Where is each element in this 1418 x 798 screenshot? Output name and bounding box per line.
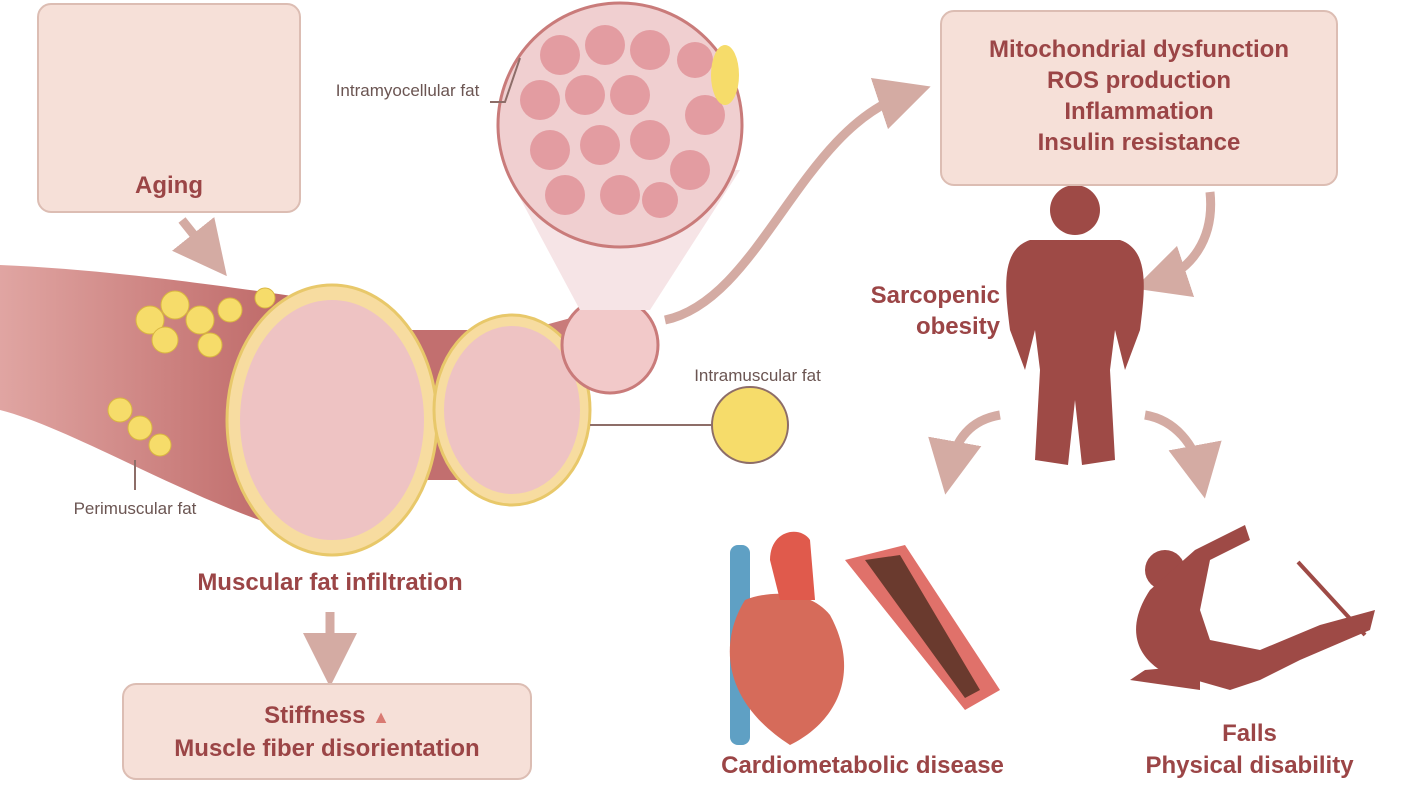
aging-label: Aging [135,172,203,199]
effects-box: Mitochondrial dysfunction ROS production… [940,10,1338,186]
stiffness-label: Stiffness [264,702,366,729]
effect-inflammation: Inflammation [1064,98,1214,125]
falling-person-icon [1130,525,1375,690]
aging-box [37,3,301,213]
arrow-effects-to-obesity [1134,191,1216,298]
arrow-fat-to-effects [664,77,931,325]
physical-disability-label: Physical disability [1145,752,1354,779]
intramuscular-fat-label: Intramuscular fat [694,366,821,385]
heart-artery-icon [729,531,1000,745]
muscular-fat-infiltration-label: Muscular fat infiltration [197,569,463,596]
effect-mitochondrial-dysfunction: Mitochondrial dysfunction [989,36,1289,63]
arrow-aging-to-muscle [172,217,227,277]
cardiometabolic-disease-label: Cardiometabolic disease [721,752,1004,779]
muscle-fiber-cross-section [560,295,660,395]
arrow-obesity-to-falls [1144,410,1222,499]
muscle-illustration [0,1,789,557]
obese-figure-icon [1006,185,1144,465]
arrows [172,77,1222,687]
effect-ros-production: ROS production [1047,67,1231,94]
increase-triangle-icon: ▲ [372,707,390,727]
intramyocellular-fat-label: Intramyocellular fat [335,81,480,100]
stiffness-line: Stiffness ▲ [124,700,530,733]
perimuscular-fat-label: Perimuscular fat [73,499,197,518]
falls-label: Falls [1222,720,1277,747]
stiffness-box: Stiffness ▲ Muscle fiber disorientation [122,683,532,780]
sarcopenic-obesity-label: Sarcopenic obesity [870,282,1000,340]
intramuscular-fat-circle [711,386,789,464]
arrow-obesity-to-cardio [928,410,1001,495]
fiber-disorientation-label: Muscle fiber disorientation [174,735,480,762]
effect-insulin-resistance: Insulin resistance [1037,129,1241,156]
